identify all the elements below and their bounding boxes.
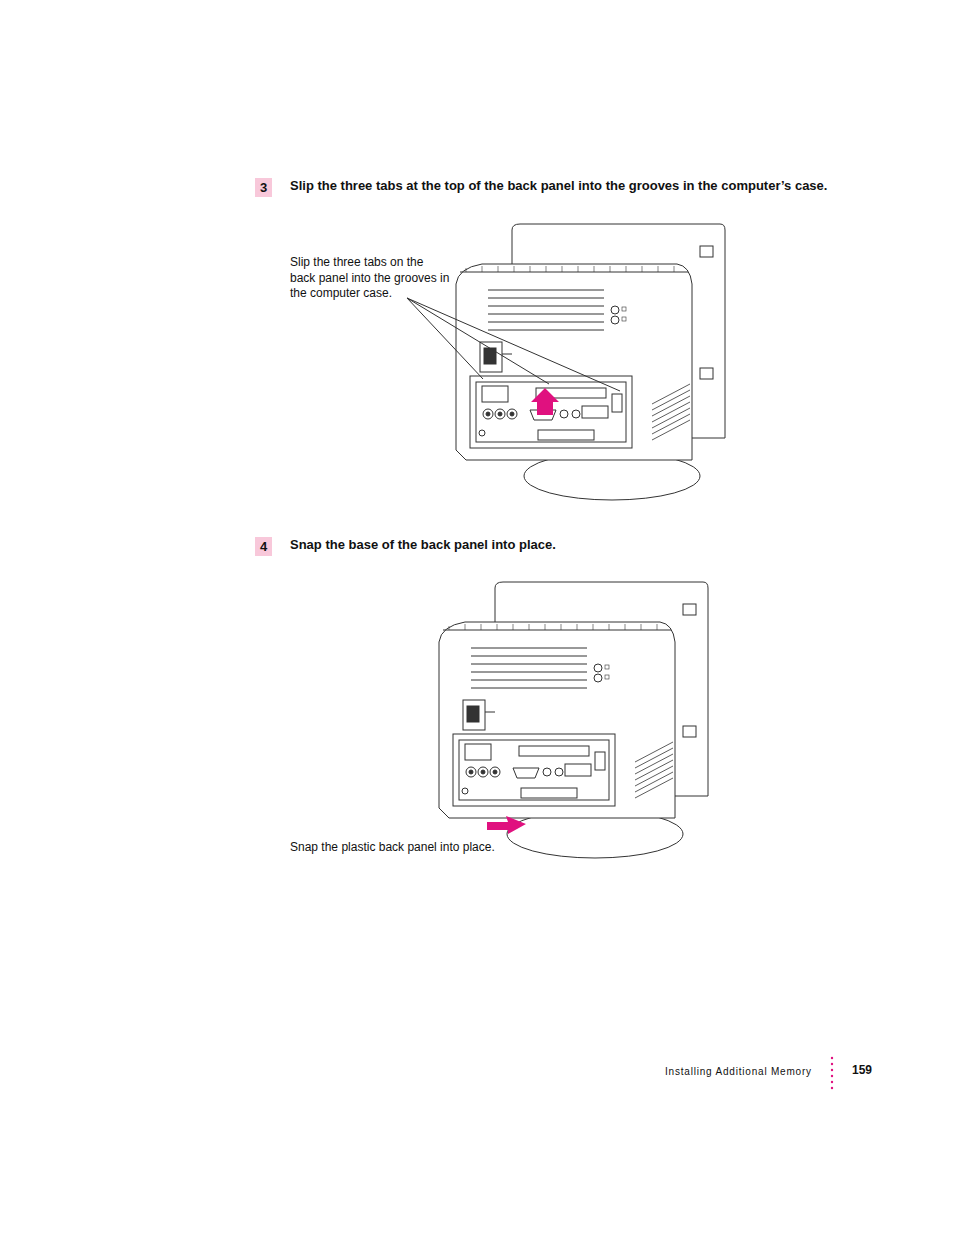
callout-text: Snap the plastic back panel into place.: [290, 840, 495, 856]
tab-arrow: [531, 388, 559, 415]
step-number: 4: [260, 539, 267, 554]
step-number-box: 4: [255, 537, 272, 556]
step-instruction: Snap the base of the back panel into pla…: [290, 537, 556, 554]
illustration-part: [407, 298, 483, 379]
illustration-part: [831, 1081, 833, 1083]
running-footer: Installing Additional Memory: [665, 1065, 812, 1078]
computer-figure: [456, 224, 725, 500]
computer-figure: [439, 582, 708, 858]
step-number-box: 3: [255, 178, 272, 197]
step-number: 3: [260, 180, 267, 195]
illustration-part: [831, 1069, 833, 1071]
snap-arrow: [487, 816, 526, 834]
illustration-part: [456, 224, 725, 500]
illustration-part: [831, 1063, 833, 1065]
illustration-part: [439, 582, 708, 858]
step-instruction: Slip the three tabs at the top of the ba…: [290, 178, 827, 195]
page-number: 159: [852, 1063, 872, 1079]
illustration-part: [831, 1075, 833, 1077]
illustration-part: [831, 1057, 833, 1059]
leader-lines: [407, 298, 620, 391]
callout-text: Slip the three tabs on the back panel in…: [290, 255, 452, 302]
illustration-part: [407, 298, 549, 384]
illustration-part: [831, 1087, 833, 1089]
dotted-rule: [831, 1057, 833, 1089]
illustration-part: [407, 298, 620, 391]
